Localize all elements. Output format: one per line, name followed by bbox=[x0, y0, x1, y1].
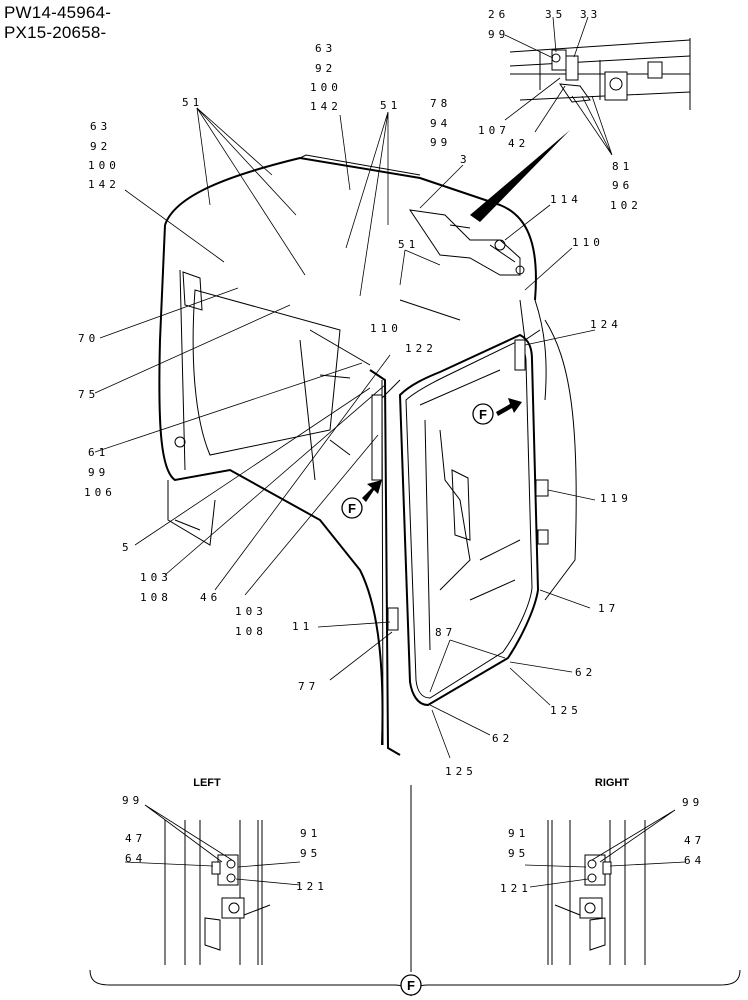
callout-119: 119 bbox=[600, 492, 632, 505]
callout-75: 75 bbox=[78, 388, 99, 401]
callout-left-91: 91 bbox=[300, 827, 321, 840]
callout-5: 5 bbox=[122, 541, 133, 554]
callout-124: 124 bbox=[590, 318, 622, 331]
callout-142-left: 142 bbox=[88, 178, 120, 191]
callout-42: 42 bbox=[508, 137, 529, 150]
callout-61: 61 bbox=[88, 446, 109, 459]
hinge-inset-detail bbox=[509, 38, 691, 110]
callout-142-top: 142 bbox=[310, 100, 342, 113]
callout-11: 11 bbox=[292, 620, 313, 633]
callout-70: 70 bbox=[78, 332, 99, 345]
callout-125-bottom: 125 bbox=[445, 765, 477, 778]
callout-right-47: 47 bbox=[684, 834, 705, 847]
door-assembly bbox=[371, 333, 549, 707]
callout-35: 35 bbox=[545, 8, 566, 21]
detail-brace: F bbox=[89, 969, 741, 997]
callout-right-91: 91 bbox=[508, 827, 529, 840]
callout-46: 46 bbox=[200, 591, 221, 604]
serial-number-1: PW14-45964- bbox=[4, 3, 112, 22]
callout-103-a: 103 bbox=[140, 571, 172, 584]
callout-63-top: 63 bbox=[315, 42, 336, 55]
callout-51-a: 51 bbox=[182, 96, 203, 109]
callout-left-47: 47 bbox=[125, 832, 146, 845]
callout-62-right: 62 bbox=[575, 666, 596, 679]
callout-77: 77 bbox=[298, 680, 319, 693]
left-section-title: LEFT bbox=[193, 777, 221, 789]
callout-102: 102 bbox=[610, 199, 642, 212]
callout-107: 107 bbox=[478, 124, 510, 137]
callout-63-left: 63 bbox=[90, 120, 111, 133]
leader-lines bbox=[94, 16, 613, 759]
right-section-title: RIGHT bbox=[595, 777, 630, 789]
callout-right-99: 99 bbox=[682, 796, 703, 809]
callout-99-roof: 99 bbox=[430, 136, 451, 149]
callout-114: 114 bbox=[550, 193, 582, 206]
callout-33: 33 bbox=[580, 8, 601, 21]
callout-96: 96 bbox=[612, 179, 633, 192]
callout-99-inset: 99 bbox=[488, 28, 509, 41]
callout-right-64: 64 bbox=[684, 854, 705, 867]
callout-94: 94 bbox=[430, 117, 451, 130]
callout-125-right: 125 bbox=[550, 704, 582, 717]
callout-106: 106 bbox=[84, 486, 116, 499]
callout-87: 87 bbox=[435, 626, 456, 639]
callout-100-top: 100 bbox=[310, 81, 342, 94]
view-arrow-f-lower: F bbox=[341, 480, 382, 519]
callout-62-bottom: 62 bbox=[492, 732, 513, 745]
left-detail: LEFT bbox=[124, 777, 301, 965]
callout-108-a: 108 bbox=[140, 591, 172, 604]
callout-17: 17 bbox=[598, 602, 619, 615]
callout-110-left: 110 bbox=[370, 322, 402, 335]
callout-110-right: 110 bbox=[572, 236, 604, 249]
callout-labels: 26 35 33 99 107 42 81 96 102 63 92 100 1… bbox=[78, 8, 705, 895]
callout-right-121: 121 bbox=[500, 882, 532, 895]
callout-left-64: 64 bbox=[125, 852, 146, 865]
callout-3: 3 bbox=[460, 153, 471, 166]
callout-78: 78 bbox=[430, 97, 451, 110]
callout-92-top: 92 bbox=[315, 62, 336, 75]
callout-right-95: 95 bbox=[508, 847, 529, 860]
view-arrow-f-upper: F bbox=[472, 398, 522, 425]
callout-left-95: 95 bbox=[300, 847, 321, 860]
callout-99-side: 99 bbox=[88, 466, 109, 479]
view-f-label-2: F bbox=[348, 501, 356, 516]
callout-26: 26 bbox=[488, 8, 509, 21]
callout-103-b: 103 bbox=[235, 605, 267, 618]
cab-frame bbox=[158, 154, 577, 756]
callout-100-left: 100 bbox=[88, 159, 120, 172]
callout-92-left: 92 bbox=[90, 140, 111, 153]
callout-51-b: 51 bbox=[380, 99, 401, 112]
callout-122: 122 bbox=[405, 342, 437, 355]
view-f-label-1: F bbox=[479, 407, 487, 422]
callout-51-c: 51 bbox=[398, 238, 419, 251]
callout-left-121: 121 bbox=[296, 880, 328, 893]
callout-left-99: 99 bbox=[122, 794, 143, 807]
callout-108-b: 108 bbox=[235, 625, 267, 638]
brace-f-label: F bbox=[407, 978, 415, 993]
callout-81: 81 bbox=[612, 160, 633, 173]
detail-pointer-wedge bbox=[470, 130, 570, 222]
serial-number-2: PX15-20658- bbox=[4, 23, 107, 42]
right-detail: RIGHT bbox=[524, 777, 686, 965]
